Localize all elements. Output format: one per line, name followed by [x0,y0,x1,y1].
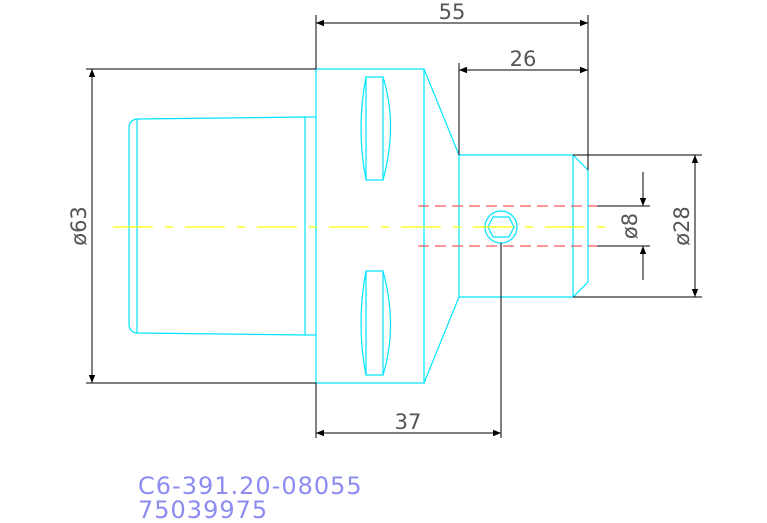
dimension-lines [86,15,702,438]
dim-body-length: 37 [395,410,422,434]
dim-flange-diameter: ø63 [67,206,91,246]
part-outline [128,68,589,384]
hidden-hole-lines [418,205,597,247]
coupling-body [128,116,306,336]
flange [315,68,425,384]
taper-cone [423,68,460,384]
dim-shank-diameter: ø28 [670,206,694,246]
lower-slot [360,270,392,376]
dim-shank-length: 26 [510,47,537,71]
dim-hole-diameter: ø8 [618,213,642,239]
shank [459,154,589,298]
part-code: C6-391.20-08055 [138,472,363,500]
upper-slot [360,76,392,181]
part-number: 75039975 [138,496,268,523]
dim-total-length: 55 [439,0,466,24]
